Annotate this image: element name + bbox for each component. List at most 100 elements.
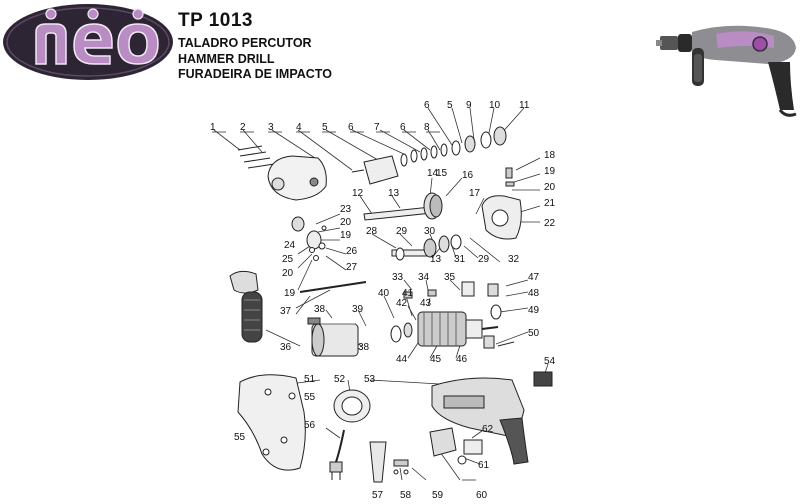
part-number: 13 [388, 188, 400, 199]
washers-part-5-8 [400, 126, 507, 167]
title-portuguese: FURADEIRA DE IMPACTO [178, 67, 332, 81]
part-number: 40 [378, 288, 390, 299]
part-number: 55 [304, 392, 316, 403]
part-number: 57 [372, 490, 384, 501]
part-number: 19 [544, 166, 556, 177]
armature-part-45 [390, 311, 499, 347]
neo-logo [3, 4, 173, 80]
part-number: 4 [296, 122, 302, 133]
part-number: 20 [340, 217, 352, 228]
part-number: 55 [234, 432, 246, 443]
gear-part-13 [423, 192, 443, 220]
part-number: 59 [432, 490, 444, 501]
left-housing-part-51 [237, 374, 306, 471]
part-number: 43 [420, 298, 432, 309]
part-number: 56 [304, 420, 316, 431]
part-number: 17 [469, 188, 481, 199]
part-number: 49 [528, 305, 540, 316]
part-number: 2 [240, 122, 246, 133]
switch-part-54 [533, 371, 553, 387]
part-number: 26 [346, 246, 358, 257]
selector-switch-parts [291, 216, 327, 261]
part-number: 24 [284, 240, 296, 251]
part-number: 39 [352, 304, 364, 315]
part-number: 33 [392, 272, 404, 283]
power-cord-part-56 [329, 429, 345, 480]
part-number: 54 [544, 356, 556, 367]
model-number: TP 1013 [178, 10, 253, 31]
gear-housing-part-4 [363, 155, 399, 185]
part-number: 6 [400, 122, 406, 133]
part-number: 62 [482, 424, 494, 435]
part-number: 20 [282, 268, 294, 279]
brush-parts [403, 281, 515, 349]
part-number: 48 [528, 288, 540, 299]
title-spanish: TALADRO PERCUTOR [178, 36, 312, 50]
part-number: 51 [304, 374, 316, 385]
part-number: 31 [454, 254, 466, 265]
part-number: 50 [528, 328, 540, 339]
part-number: 46 [456, 354, 468, 365]
part-number: 44 [396, 354, 408, 365]
part-number: 22 [544, 218, 556, 229]
depth-rod-part-37 [299, 281, 367, 293]
part-number: 28 [366, 226, 378, 237]
part-number: 15 [436, 168, 448, 179]
part-number: 52 [334, 374, 346, 385]
cord-guard-part-57 [369, 441, 387, 483]
part-number: 19 [284, 288, 296, 299]
part-number: 34 [418, 272, 430, 283]
front-housing-part-2 [267, 155, 327, 201]
part-number: 41 [402, 288, 414, 299]
right-housing-part-53 [431, 377, 529, 465]
part-number: 23 [340, 204, 352, 215]
part-number: 7 [374, 122, 380, 133]
part-number: 30 [424, 226, 436, 237]
part-number: 32 [508, 254, 520, 265]
part-number: 61 [478, 460, 490, 471]
part-number: 9 [466, 100, 472, 111]
title-english: HAMMER DRILL [178, 51, 275, 66]
part-number: 29 [396, 226, 408, 237]
part-number: 3 [268, 122, 274, 133]
part-number: 38 [314, 304, 326, 315]
part-number: 21 [544, 198, 556, 209]
part-number: 37 [280, 306, 292, 317]
part-number: 12 [352, 188, 364, 199]
part-number: 53 [364, 374, 376, 385]
part-number: 58 [400, 490, 412, 501]
part-number: 42 [396, 298, 408, 309]
motor-fan-housing-part-52 [333, 389, 371, 423]
part-number: 29 [478, 254, 490, 265]
part-number: 10 [489, 100, 501, 111]
part-number: 45 [430, 354, 442, 365]
part-number: 13 [430, 254, 442, 265]
part-number: 38 [358, 342, 370, 353]
part-number: 1 [210, 122, 216, 133]
side-handle-part-36 [229, 270, 263, 343]
product-image [656, 25, 797, 117]
part-number: 5 [447, 100, 453, 111]
part-number: 6 [424, 100, 430, 111]
part-number: 11 [519, 100, 530, 111]
cord-clamp-parts [393, 459, 409, 475]
part-number: 5 [322, 122, 328, 133]
part-number: 36 [280, 342, 292, 353]
part-number: 6 [348, 122, 354, 133]
part-number: 60 [476, 490, 488, 501]
stator-part-38 [307, 317, 359, 357]
trigger-switch-parts [429, 427, 483, 465]
screws-part-1 [237, 145, 275, 169]
part-number: 20 [544, 182, 556, 193]
part-number: 27 [346, 262, 358, 273]
part-number: 47 [528, 272, 540, 283]
part-number: 14 [427, 168, 439, 179]
leader-lines [212, 107, 549, 481]
part-number: 19 [340, 230, 352, 241]
part-number: 18 [544, 150, 556, 161]
part-number: 25 [282, 254, 294, 265]
part-number: 8 [424, 122, 430, 133]
part-number: 16 [462, 170, 474, 181]
part-number: 35 [444, 272, 456, 283]
